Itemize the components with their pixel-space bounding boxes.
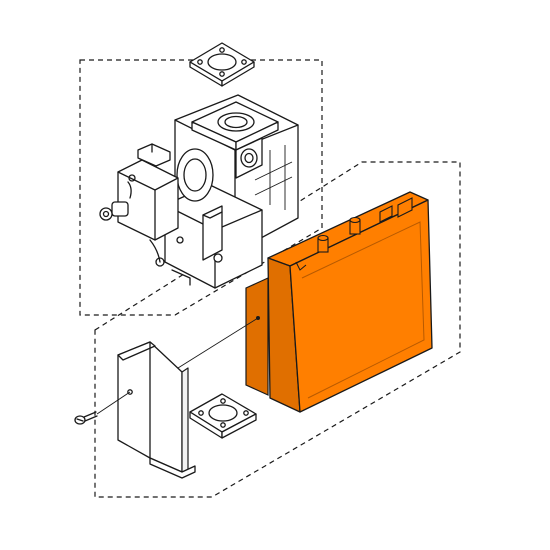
leader-line-screw	[96, 391, 131, 415]
mounting-screw[interactable]	[74, 411, 98, 425]
gasket-top[interactable]	[189, 42, 255, 87]
leader-line-bracket	[177, 317, 259, 369]
gas-valve-body[interactable]	[149, 94, 299, 289]
gasket-bottom[interactable]	[189, 393, 257, 439]
module-bracket[interactable]	[117, 341, 196, 479]
ignition-control-module[interactable]	[245, 191, 433, 413]
solenoid-coil[interactable]	[99, 143, 179, 241]
module-group-outline	[94, 161, 461, 498]
